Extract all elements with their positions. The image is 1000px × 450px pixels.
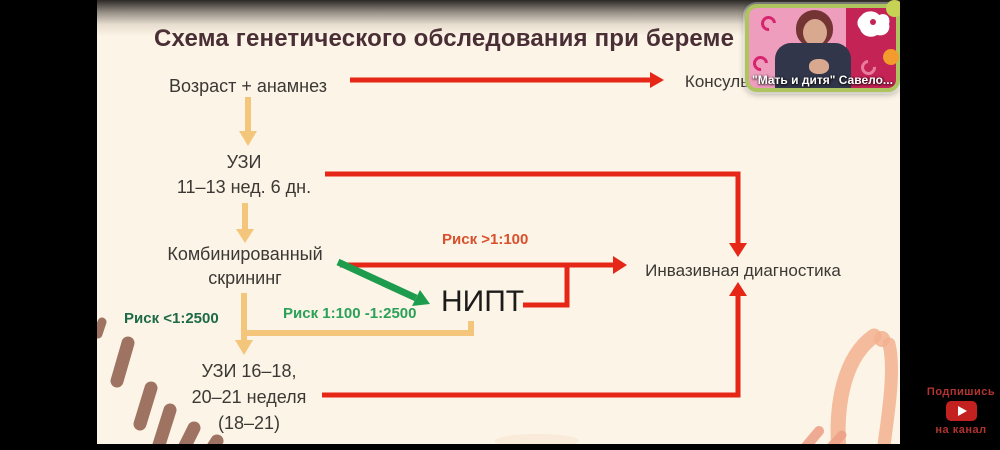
decor-salmon-strokes	[495, 328, 898, 444]
webcam-caption: "Мать и дитя" Савело...	[752, 73, 893, 87]
node-uzi2-line2: 20–21 неделя	[191, 387, 307, 407]
play-triangle-icon	[957, 406, 967, 416]
decor-orange-dot	[883, 49, 899, 65]
node-combined-screening: Комбинированный скрининг	[167, 242, 322, 290]
node-screening-line1: Комбинированный	[167, 244, 323, 264]
slide-title: Схема генетического обследования при бер…	[154, 25, 735, 52]
node-uzi-16-21: УЗИ 16–18, 20–21 неделя (18–21)	[192, 358, 307, 436]
letterbox-bottom	[0, 444, 1000, 450]
connector-nipt-to-uzi2-orange	[247, 321, 474, 336]
arrow-uzi2-to-invasive	[322, 296, 741, 398]
flowchart-arrows	[235, 72, 747, 398]
node-consult-cut: Консуль	[684, 72, 750, 91]
arrow-uzi-to-invasive	[325, 171, 741, 243]
subscribe-text-top: Подпишись	[926, 386, 996, 398]
node-uzi-11-13-line1: УЗИ	[226, 152, 262, 172]
node-invasive-diagnostics: Инвазивная диагностика	[645, 261, 841, 280]
label-risk-high: Риск >1:100	[442, 231, 529, 248]
node-age-anamnesis: Возраст + анамнез	[169, 76, 327, 96]
youtube-play-icon[interactable]	[945, 401, 977, 421]
decor-green-dot	[886, 0, 900, 17]
decor-brown-strokes	[97, 317, 224, 444]
letterbox-right	[900, 0, 1000, 450]
node-uzi-11-13: УЗИ 11–13 нед. 6 дн.	[177, 150, 311, 200]
webcam-overlay: "Мать и дитя" Савело...	[745, 4, 900, 92]
letterbox-left	[0, 0, 97, 450]
label-risk-mid: Риск 1:100 -1:2500	[283, 305, 417, 322]
slide-decorations	[97, 317, 898, 444]
slide: Схема генетического обследования при бер…	[97, 0, 900, 444]
subscribe-badge[interactable]: Подпишись на канал	[920, 386, 1000, 436]
node-nipt: НИПТ	[441, 285, 525, 318]
label-risk-low: Риск <1:2500	[124, 310, 219, 327]
node-uzi2-line1: УЗИ 16–18,	[201, 361, 297, 381]
node-screening-line2: скрининг	[208, 268, 282, 288]
connector-nipt-to-invasive	[523, 267, 570, 308]
subscribe-text-bottom: на канал	[935, 424, 987, 436]
arrow-screening-to-nipt-green	[336, 258, 430, 306]
node-uzi-11-13-line2: 11–13 нед. 6 дн.	[176, 177, 312, 197]
logo-mark-icon	[749, 52, 772, 75]
node-uzi2-line3: (18–21)	[217, 413, 281, 433]
presenter-hands	[809, 59, 829, 74]
presenter-face	[803, 19, 827, 46]
